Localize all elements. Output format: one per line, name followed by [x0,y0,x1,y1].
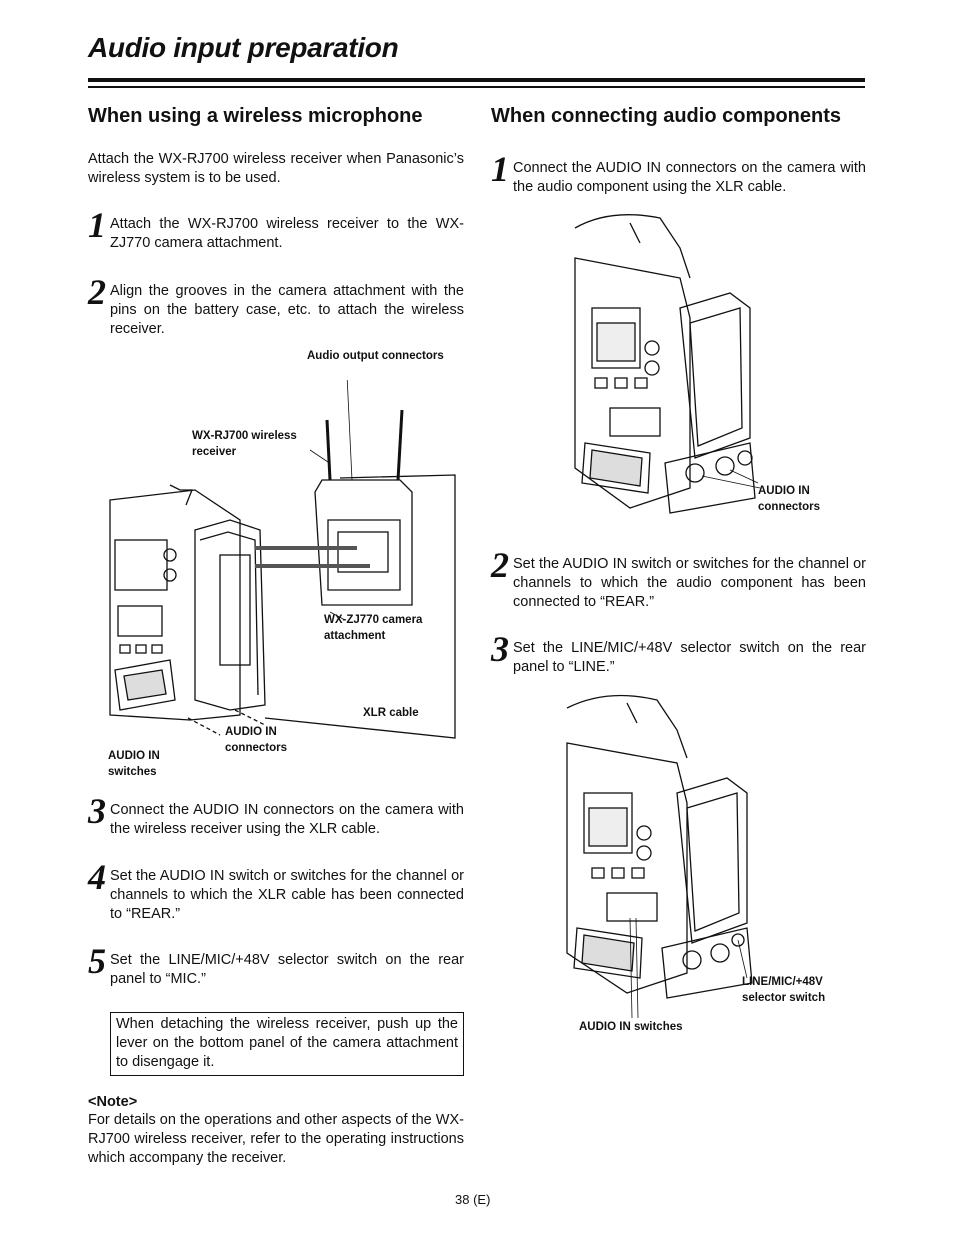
step-text: Attach the WX-RJ700 wireless receiver to… [110,216,464,251]
label-line: attachment [324,630,386,642]
page-number: 38 (E) [455,1192,491,1207]
label-line: connectors [758,501,820,513]
step-number: 2 [491,545,509,585]
step-text: Align the grooves in the camera attachme… [110,283,464,337]
wireless-receiver-figure [109,380,456,739]
step-text: Set the LINE/MIC/+48V selector switch on… [513,640,866,675]
label-selector-switch: LINE/MIC/+48V selector switch [742,974,825,1006]
label-line: AUDIO IN [225,726,277,738]
receiver-shape [314,479,413,606]
detach-note-box: When detaching the wireless receiver, pu… [110,1012,464,1076]
label-line: WX-RJ700 wireless [192,430,297,442]
note-heading: <Note> [88,1094,138,1110]
title-rule-thin [88,86,865,88]
title-rule-thick [88,78,865,82]
label-audio-in-connectors-right: AUDIO IN connectors [758,483,820,515]
step-number: 4 [88,857,106,897]
step-number: 3 [491,629,509,669]
left-section-heading: When using a wireless microphone [88,105,423,127]
note-body: For details on the operations and other … [88,1112,464,1166]
step-number: 5 [88,941,106,981]
label-line: connectors [225,742,287,754]
page-title: Audio input preparation [88,32,399,63]
label-xlr-cable: XLR cable [363,707,419,719]
step-text: Connect the AUDIO IN connectors on the c… [110,802,464,837]
label-line: AUDIO IN [758,485,810,497]
step-text: Connect the AUDIO IN connectors on the c… [513,160,866,195]
left-intro: Attach the WX-RJ700 wireless receiver wh… [88,151,464,186]
camera-rear-figure-2 [566,694,753,1018]
label-audio-in-switches-right: AUDIO IN switches [579,1021,683,1033]
step-text: Set the AUDIO IN switch or switches for … [110,868,464,922]
label-wireless-receiver: WX-RJ700 wireless receiver [192,428,297,460]
right-section-heading: When connecting audio components [491,105,841,127]
label-camera-attachment: WX-ZJ770 camera attachment [324,612,422,644]
step-number: 1 [491,149,509,189]
step-text: Set the AUDIO IN switch or switches for … [513,556,866,610]
step-number: 1 [88,205,106,245]
label-audio-output-connectors: Audio output connectors [307,350,444,362]
label-audio-in-connectors: AUDIO IN connectors [225,724,287,756]
label-line: AUDIO IN [108,750,160,762]
camera-body-shape [566,742,688,994]
label-line: selector switch [742,992,826,1004]
camera-rear-figure-1 [574,214,761,514]
label-audio-in-switches: AUDIO IN switches [108,748,160,780]
step-text: Set the LINE/MIC/+48V selector switch on… [110,952,464,987]
label-line: LINE/MIC/+48V [742,976,823,988]
camera-body-shape [574,257,691,509]
label-line: WX-ZJ770 camera [324,614,423,626]
label-line: switches [108,766,157,778]
step-number: 2 [88,272,106,312]
step-number: 3 [88,791,106,831]
camera-body-shape [109,489,241,721]
label-line: receiver [192,446,237,458]
